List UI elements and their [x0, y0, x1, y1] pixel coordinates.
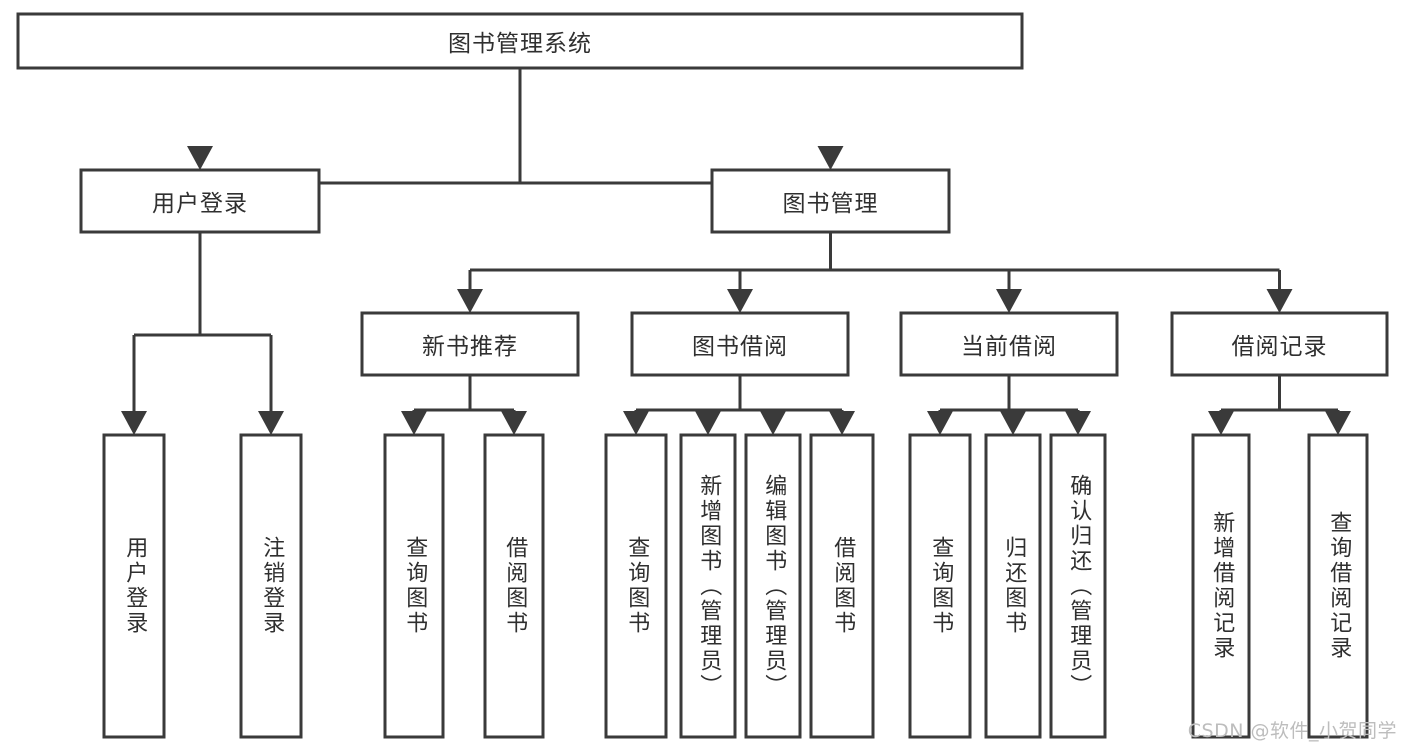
- node-box-leaf-rec-add[interactable]: [1191, 433, 1251, 739]
- node-box-leaf-cur-return[interactable]: [984, 433, 1042, 739]
- node-box-bookmgmt[interactable]: [710, 168, 951, 234]
- node-box-leaf-br-borrow[interactable]: [809, 433, 875, 739]
- node-box-leaf-br-edit[interactable]: [744, 433, 802, 739]
- node-box-leaf-cur-confirm[interactable]: [1049, 433, 1107, 739]
- edges-layer: [121, 68, 1351, 435]
- node-box-leaf-br-add[interactable]: [679, 433, 737, 739]
- node-box-leaf-br-query[interactable]: [604, 433, 668, 739]
- node-box-root[interactable]: [16, 12, 1024, 70]
- boxes-layer: [16, 12, 1389, 739]
- node-box-leaf-user-logout[interactable]: [239, 433, 303, 739]
- node-box-current[interactable]: [899, 311, 1119, 377]
- node-box-leaf-cur-query[interactable]: [908, 433, 972, 739]
- node-box-newbook[interactable]: [360, 311, 580, 377]
- node-box-leaf-nb-borrow[interactable]: [483, 433, 545, 739]
- node-box-login[interactable]: [79, 168, 321, 234]
- node-box-leaf-nb-query[interactable]: [383, 433, 445, 739]
- watermark-text: CSDN @软件_小贺同学: [1187, 720, 1397, 742]
- node-box-leaf-rec-query[interactable]: [1307, 433, 1369, 739]
- node-box-borrow[interactable]: [630, 311, 850, 377]
- node-box-leaf-user-login[interactable]: [102, 433, 166, 739]
- node-box-record[interactable]: [1170, 311, 1389, 377]
